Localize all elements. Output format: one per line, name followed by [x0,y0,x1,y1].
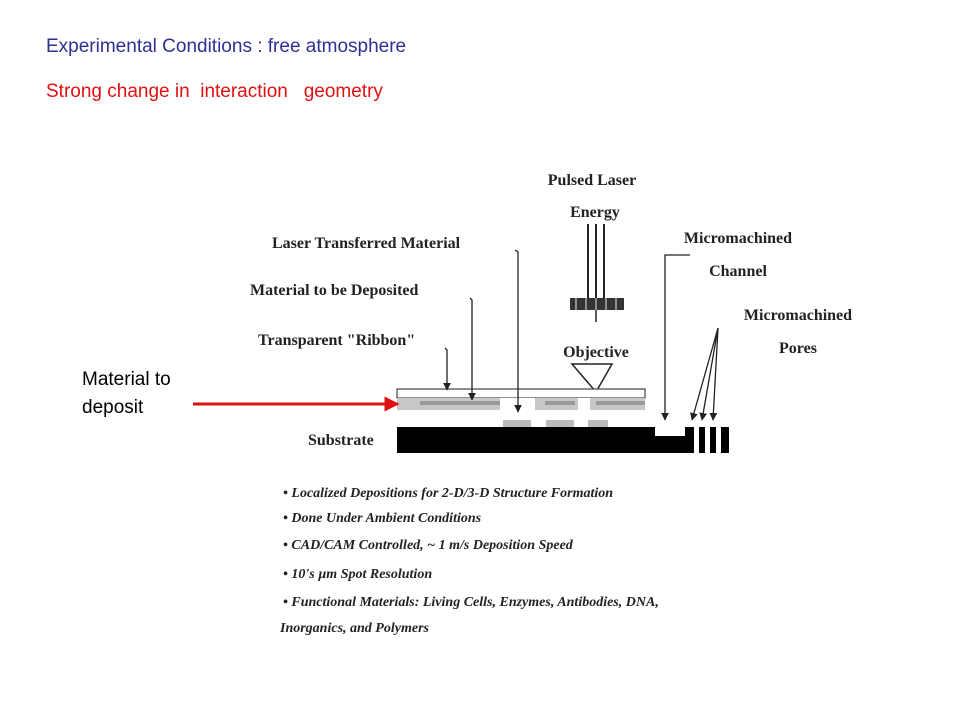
label-substrate: Substrate [308,432,374,449]
bullet-item: • Functional Materials: Living Cells, En… [283,595,659,610]
transparent-ribbon [396,388,646,399]
slide-heading-geometry: Strong change in interaction geometry [46,81,383,102]
label-micromachined-pores-2: Pores [779,340,817,357]
leader-arrows [443,249,719,421]
annotation-line-1: Material to [82,369,171,390]
annotation-line-2: deposit [82,397,144,418]
material-layer [397,398,645,410]
label-objective: Objective [563,344,629,361]
label-micromachined-channel-2: Channel [709,263,767,280]
laser-beam [587,224,605,298]
substrate-block [397,427,729,453]
label-laser-transferred-material: Laser Transferred Material [272,235,461,252]
label-energy: Energy [570,204,620,221]
bullet-item: • 10's µm Spot Resolution [283,567,432,582]
label-pulsed-laser: Pulsed Laser [548,172,636,189]
label-material-to-be-deposited: Material to be Deposited [250,282,419,299]
bullet-item: • Done Under Ambient Conditions [283,511,482,526]
label-transparent-ribbon: Transparent "Ribbon" [258,332,415,349]
label-micromachined-pores-1: Micromachined [744,307,852,324]
deposited-material [503,420,608,427]
bullet-item: • Localized Depositions for 2-D/3-D Stru… [283,486,613,501]
label-micromachined-channel-1: Micromachined [684,230,792,247]
bullet-item: • CAD/CAM Controlled, ~ 1 m/s Deposition… [283,538,574,553]
objective-lens [570,298,624,322]
slide-heading-conditions: Experimental Conditions : free atmospher… [46,36,407,57]
annotation-material-to-deposit: Material to deposit [82,366,212,422]
bullet-item: Inorganics, and Polymers [279,621,430,636]
bullet-list: • Localized Depositions for 2-D/3-D Stru… [279,486,659,636]
